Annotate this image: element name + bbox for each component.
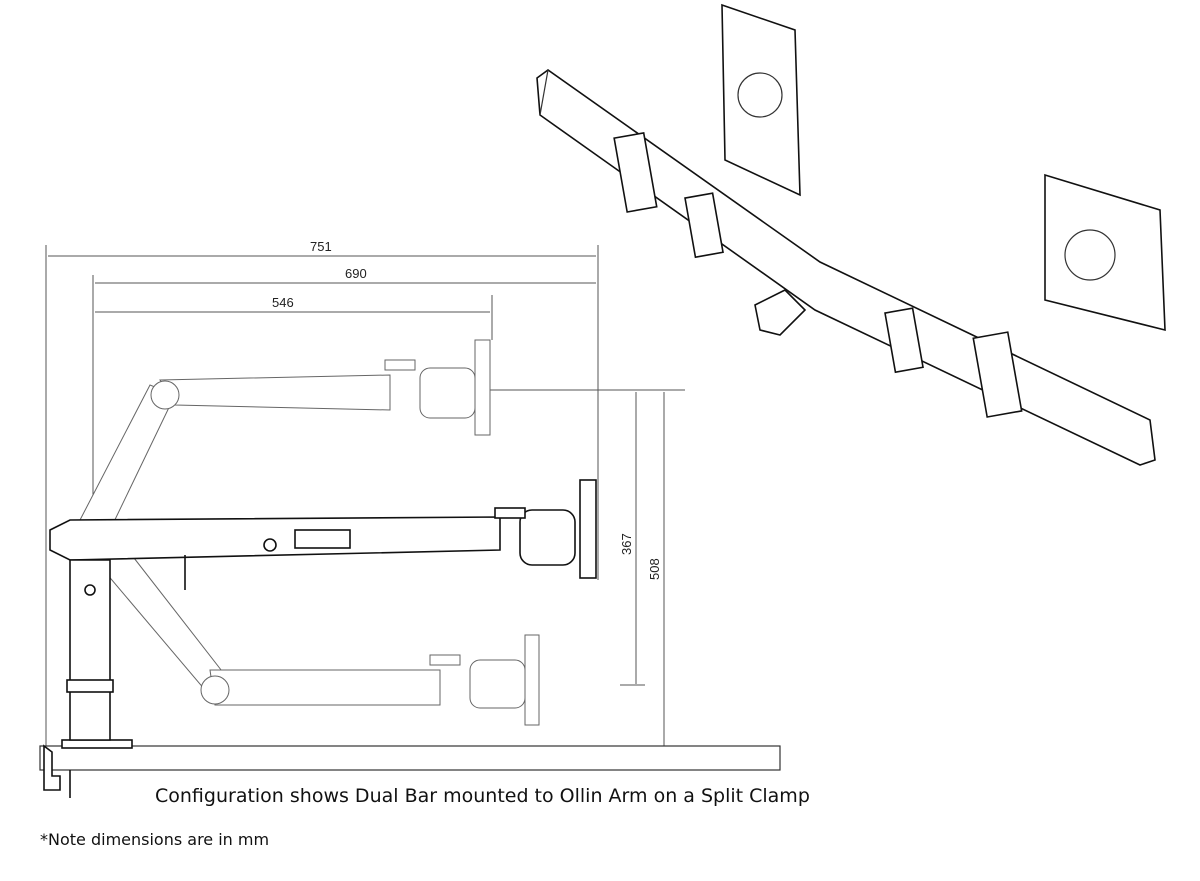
- desk-and-clamp: [39, 739, 781, 798]
- dim-label-546: 546: [272, 295, 294, 310]
- dual-bar-isometric: [536, 3, 1166, 466]
- units-note: *Note dimensions are in mm: [40, 830, 270, 849]
- arm-upper-position: [79, 339, 491, 531]
- figure-caption: Configuration shows Dual Bar mounted to …: [155, 785, 810, 807]
- dimension-lines: 751 690 546 367 508: [45, 239, 685, 760]
- arm-post: [66, 559, 114, 741]
- dim-label-367: 367: [619, 533, 634, 555]
- arm-lower-position: [94, 539, 540, 726]
- dim-label-508: 508: [647, 558, 662, 580]
- dim-label-751: 751: [310, 239, 332, 254]
- dim-label-690: 690: [345, 266, 367, 281]
- arm-middle-position: [49, 479, 597, 590]
